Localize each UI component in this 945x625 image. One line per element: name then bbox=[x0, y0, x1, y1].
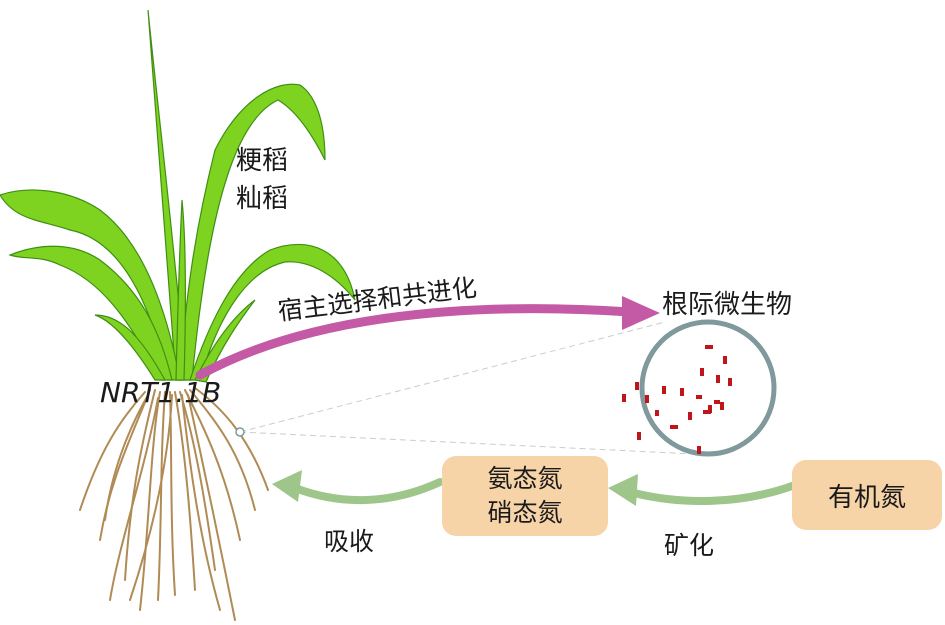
microbe bbox=[637, 432, 641, 440]
mineralize-arrowhead bbox=[608, 474, 638, 506]
root-strand bbox=[139, 391, 161, 611]
microbe bbox=[703, 410, 711, 414]
leaf bbox=[0, 189, 181, 381]
microbe bbox=[700, 368, 704, 376]
zoom-guide-line bbox=[239, 431, 716, 456]
ammonium-nitrogen-label: 氨态氮 bbox=[487, 464, 563, 493]
root-zoom-point bbox=[235, 427, 245, 437]
microbe-magnifier bbox=[639, 319, 777, 457]
leaf bbox=[179, 83, 326, 381]
zoom-guide-line bbox=[239, 321, 666, 433]
organic-nitrogen-box: 有机氮 bbox=[792, 460, 942, 530]
label-rhizosphere-microbes: 根际微生物 bbox=[662, 290, 793, 320]
leaf bbox=[147, 9, 187, 381]
root-strand bbox=[79, 391, 146, 511]
microbe bbox=[705, 345, 713, 349]
root-strand bbox=[157, 391, 166, 601]
leaf bbox=[189, 243, 356, 381]
root-strand bbox=[174, 391, 196, 591]
microbe bbox=[688, 412, 692, 420]
microbe bbox=[728, 378, 732, 386]
root-strand bbox=[124, 389, 156, 581]
microbe bbox=[708, 405, 712, 413]
rice-plant bbox=[0, 9, 356, 383]
root-strand bbox=[99, 389, 151, 541]
leaf bbox=[94, 314, 167, 381]
leaf bbox=[194, 299, 256, 383]
label-gene: NRT1.1B bbox=[100, 376, 222, 409]
microbe bbox=[714, 400, 720, 404]
absorb-arrow bbox=[291, 478, 444, 505]
mineralize-arrow bbox=[626, 481, 799, 505]
root-strand bbox=[181, 394, 221, 611]
root-strand bbox=[184, 389, 241, 541]
microbe bbox=[697, 446, 701, 454]
microbe bbox=[716, 375, 720, 383]
microbe bbox=[655, 410, 659, 416]
leaf bbox=[175, 199, 186, 381]
root-strand bbox=[189, 389, 256, 511]
absorb-arrowhead bbox=[272, 470, 302, 502]
label-japonica: 粳稻 bbox=[236, 146, 289, 176]
microbes bbox=[622, 345, 732, 454]
host-selection-arrowhead bbox=[622, 296, 660, 330]
rice-roots bbox=[79, 387, 269, 621]
microbe bbox=[720, 402, 724, 410]
inorganic-nitrogen-box: 氨态氮 硝态氮 bbox=[442, 456, 608, 536]
root-strand bbox=[194, 387, 269, 491]
root-strand bbox=[109, 397, 159, 601]
microbe bbox=[622, 394, 626, 402]
organic-nitrogen-label: 有机氮 bbox=[827, 482, 906, 513]
host-selection-arrow bbox=[195, 304, 635, 380]
label-indica: 籼稻 bbox=[236, 184, 289, 214]
microbe bbox=[696, 395, 702, 399]
microbe bbox=[635, 382, 639, 390]
root-strand bbox=[187, 394, 236, 621]
root-strand bbox=[179, 391, 216, 571]
microbe bbox=[662, 386, 666, 394]
root-strand bbox=[129, 394, 173, 601]
label-absorb: 吸收 bbox=[324, 527, 375, 556]
microbe bbox=[670, 425, 678, 429]
label-mineralize: 矿化 bbox=[664, 531, 715, 560]
microbe bbox=[723, 356, 727, 364]
microbe bbox=[680, 388, 684, 396]
microbe bbox=[645, 395, 649, 403]
nitrate-nitrogen-label: 硝态氮 bbox=[487, 498, 563, 527]
root-strand bbox=[104, 394, 149, 521]
